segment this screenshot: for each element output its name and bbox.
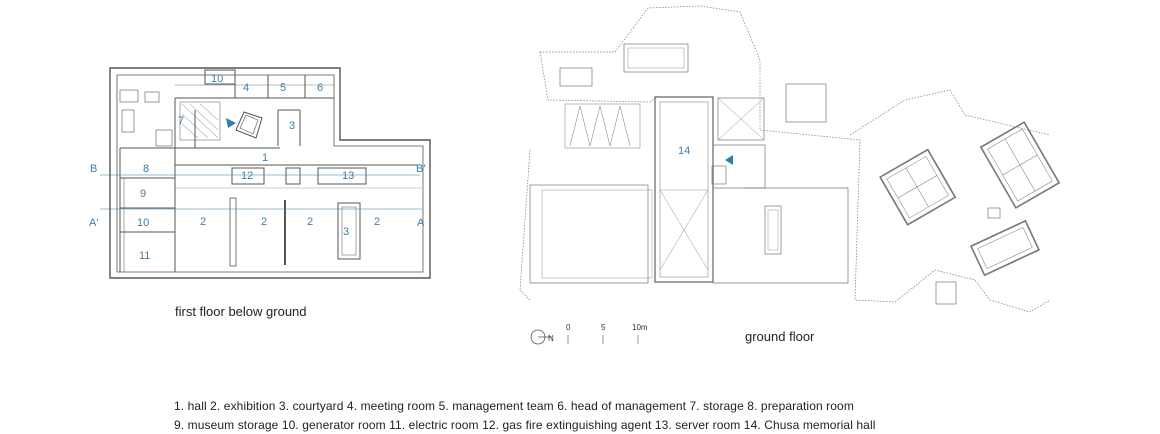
section-label-a: A: [417, 217, 425, 229]
plan-ground-floor: [519, 5, 1061, 313]
section-label-b: B: [90, 163, 97, 175]
section-labels: B B′ A′ A: [89, 163, 425, 229]
section-lines: [100, 174, 422, 210]
room-labels-below: 10 4 5 6 7 3 1 8 12 13 9 10 2 2 2 2 3 11: [137, 73, 380, 262]
north-label: N: [548, 334, 554, 343]
section-label-a-prime: A′: [89, 217, 98, 229]
room-label-2b: 2: [261, 216, 267, 228]
room-label-9: 9: [140, 188, 146, 200]
room-label-3a: 3: [289, 120, 295, 132]
room-label-4: 4: [243, 82, 249, 94]
section-label-b-prime: B′: [416, 163, 425, 175]
room-label-1: 1: [262, 152, 268, 164]
scale-label-5: 5: [601, 323, 606, 332]
room-label-11: 11: [139, 250, 150, 262]
room-label-10b: 10: [137, 217, 149, 229]
scale-label-10m: 10m: [632, 323, 648, 332]
caption-below-ground: first floor below ground: [175, 304, 307, 319]
legend-line-1: 1. hall 2. exhibition 3. courtyard 4. me…: [174, 399, 854, 413]
room-label-10a: 10: [211, 73, 223, 85]
room-label-3b: 3: [343, 226, 349, 238]
room-label-13: 13: [342, 170, 354, 182]
room-label-7: 7: [178, 115, 184, 127]
room-label-2a: 2: [200, 216, 206, 228]
room-label-14: 14: [678, 145, 690, 157]
scale-label-0: 0: [566, 323, 571, 332]
plan-below-ground: [109, 67, 431, 279]
legend-line-2: 9. museum storage 10. generator room 11.…: [174, 418, 876, 432]
scale-bar: N 0 5 10m: [530, 323, 648, 345]
room-label-12: 12: [241, 170, 253, 182]
entry-arrow-below: [226, 118, 236, 128]
room-label-8: 8: [143, 163, 149, 175]
room-label-2c: 2: [307, 216, 313, 228]
room-label-6: 6: [317, 82, 323, 94]
room-label-5: 5: [280, 82, 286, 94]
caption-ground-floor: ground floor: [745, 329, 815, 344]
room-label-2d: 2: [374, 216, 380, 228]
entry-arrow-ground: [725, 155, 733, 165]
